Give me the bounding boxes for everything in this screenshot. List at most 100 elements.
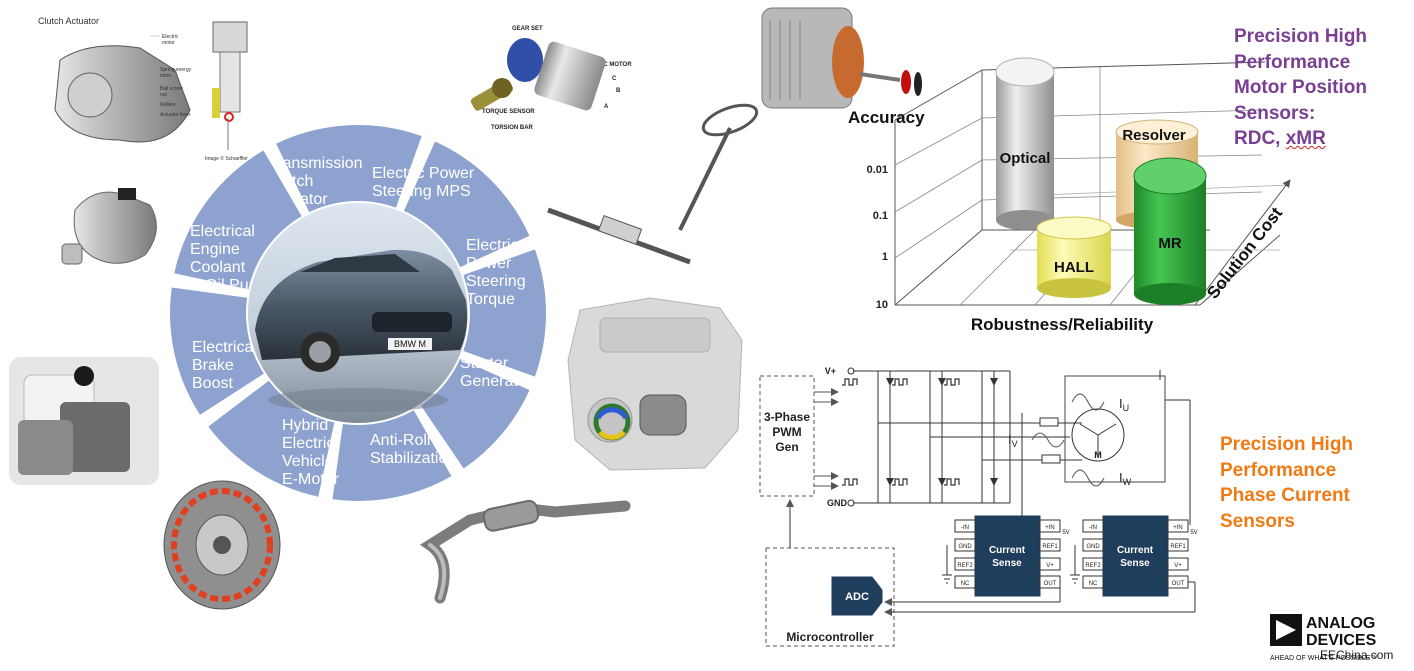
callout-bldc: BLDC MOTOR [591, 62, 632, 68]
pin-s1-r1: REF1 [1042, 544, 1058, 550]
adc-label: ADC [845, 591, 869, 603]
wheel-segment-5 [208, 380, 335, 497]
circuit-diagram [759, 367, 1196, 647]
sensors-heading-line1: Precision High [1234, 26, 1368, 47]
pin-s1-l2: REF2 [957, 563, 973, 569]
pin-s2-r0: +IN [1173, 525, 1183, 531]
wheel-label-3-line-0: Starter [460, 355, 509, 372]
brake-booster-image [9, 357, 159, 485]
vplus-label: V+ [825, 366, 836, 376]
motor-position-sensors-heading: Precision High Performance Motor Positio… [1234, 24, 1367, 152]
wheel-segment-6 [170, 287, 264, 415]
pwm-gen-line1: 3-Phase [764, 410, 810, 424]
pin-s1-r2: V+ [1046, 563, 1054, 569]
clutch-title: Clutch Actuator [38, 16, 99, 26]
callout-store: store [160, 73, 171, 79]
wheel-label-4-line-1: Stabilization [370, 450, 456, 467]
y-tick-3: 10 [876, 299, 888, 311]
license-plate-text: BMW M [394, 339, 426, 349]
callout-lever: Actuator lever [160, 112, 191, 118]
spellcheck-flag: xMR [1285, 128, 1326, 149]
wheel-segment-0 [276, 125, 422, 213]
callout-a: A [604, 104, 609, 110]
adc-block [831, 576, 883, 616]
pin-s2-l2: REF2 [1085, 563, 1101, 569]
z-axis-label: Solution Cost [1203, 203, 1286, 302]
gnd-label: GND [827, 498, 848, 508]
current-heading-line2: Performance [1220, 459, 1337, 481]
microcontroller-box [765, 547, 895, 647]
y-tick-2: 1 [882, 251, 888, 263]
current-heading-line3: Phase Current [1220, 485, 1350, 506]
sense2-line1: Current [1117, 545, 1154, 556]
y-tick-1: 0.1 [873, 210, 888, 222]
bar-label-resolver: Resolver [1122, 127, 1186, 144]
analog-devices-logo: ANALOG DEVICES AHEAD OF WHAT'S POSSIBLE™ [1270, 614, 1377, 662]
pin-s2-l1: GND [1086, 544, 1100, 550]
sensors-heading-line2: Performance [1234, 51, 1351, 73]
current-heading-line1: Precision High [1220, 434, 1354, 455]
supply-s2: 5V [1190, 530, 1197, 536]
x-axis-label: Robustness/Reliability [971, 315, 1154, 334]
wheel-label-2-line-3: Torque [466, 291, 515, 308]
pin-s2-r1: REF1 [1170, 544, 1186, 550]
sensor-chart: Optical Resolver HALL MR Accuracy Robust… [848, 57, 1291, 334]
eps-motor-image: GEAR SET BLDC MOTOR TORQUE SENSOR TORSIO… [470, 26, 632, 131]
sensors-heading-line4: Sensors: [1234, 102, 1316, 124]
pin-s2-l3: NC [1089, 581, 1098, 587]
y-tick-0: 0.01 [867, 164, 888, 176]
wheel-label-6-line-1: Brake [192, 357, 234, 374]
pin-s1-r3: OUT [1044, 581, 1057, 587]
wheel-label-5-line-3: E-Motor [282, 471, 340, 488]
callout-motor: motor [162, 40, 175, 46]
current-sense-2 [1082, 515, 1189, 597]
pin-s1-l3: NC [961, 581, 970, 587]
clutch-actuator-image: Clutch Actuator Electric motor Spring en… [38, 16, 248, 162]
pin-s1-r0: +IN [1045, 525, 1055, 531]
sense2-line2: Sense [1120, 558, 1150, 569]
wheel-label-2-line-2: Steering [466, 273, 526, 290]
callout-nut: nut [160, 92, 168, 98]
callout-torque: TORQUE SENSOR [482, 109, 535, 115]
pin-s1-l0: -IN [961, 525, 969, 531]
logo-tagline: AHEAD OF WHAT'S POSSIBLE™ [1270, 655, 1377, 662]
steering-column-image [547, 103, 759, 265]
wheel-segment-2 [463, 249, 546, 377]
wheel-label-5-line-2: Vehicle [282, 453, 334, 470]
sense1-line1: Current [989, 545, 1026, 556]
wheel-label-4-line-0: Anti-Roll [370, 432, 430, 449]
pin-s2-l0: -IN [1089, 525, 1097, 531]
pwm-gen-box [759, 375, 815, 497]
iu-label: IU [1119, 396, 1129, 413]
wheel-segment-7 [174, 150, 302, 290]
callout-electric: Electric [162, 34, 179, 40]
sensors-heading-line3: Motor Position [1234, 77, 1367, 98]
wheel-segment-4 [332, 410, 452, 501]
wheel-label-6-line-0: Electrical [192, 339, 257, 356]
iv-label: IV [1008, 432, 1018, 449]
wheel-label-7-line-1: Engine [190, 241, 240, 258]
iw-label: IW [1119, 470, 1132, 487]
exhaust-image [419, 499, 631, 604]
bar-mr [1133, 157, 1207, 305]
wheel-label-7-line-0: Electrical [190, 223, 255, 240]
pin-s2-r3: OUT [1172, 581, 1185, 587]
bar-label-hall: HALL [1054, 259, 1094, 276]
wheel-label-7-line-2: Coolant [190, 259, 246, 276]
wheel-label-5-line-1: Electric [282, 435, 334, 452]
wheel-label-0-line-0: Transmission [268, 155, 363, 172]
microcontroller-label: Microcontroller [786, 630, 874, 644]
callout-torsion: TORSION BAR [491, 125, 534, 131]
motor-label: M [1094, 450, 1102, 460]
phase-current-sensors-heading: Precision High Performance Phase Current… [1220, 432, 1353, 534]
water-pump-image [61, 188, 157, 265]
pin-s1-l1: GND [958, 544, 972, 550]
wheel-label-5-line-0: Hybrid [282, 417, 328, 434]
y-axis-label: Accuracy [848, 108, 925, 127]
